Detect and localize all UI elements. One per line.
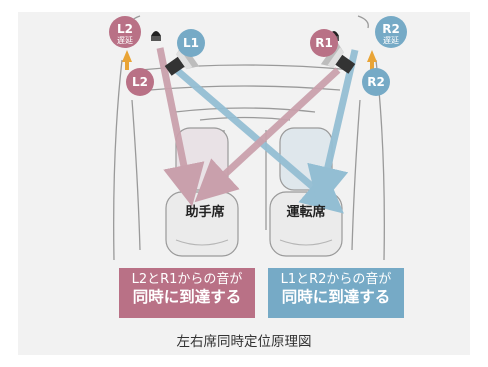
- callout-l2-r1-line2: 同時に到達する: [132, 287, 242, 306]
- arrow-l1-to-driver: [169, 63, 344, 214]
- delay-arrow-right-icon: [367, 50, 377, 70]
- figure-caption: 左右席同時定位原理図: [176, 334, 312, 350]
- badge-r2: R2: [362, 68, 390, 96]
- seat-label-driver: 運転席: [286, 204, 325, 220]
- svg-text:L1: L1: [183, 36, 199, 50]
- car-body: [113, 15, 385, 261]
- callout-l1-r2-line1: L1とR2からの音が: [280, 272, 392, 287]
- badge-l2-delay: L2 遅延: [109, 16, 141, 48]
- badge-l1: L1: [177, 29, 205, 57]
- delay-arrow-left-icon: [122, 50, 132, 70]
- passenger-seat-cushion: [165, 191, 239, 257]
- callout-l1-r2: L1とR2からの音が 同時に到達する: [268, 268, 404, 318]
- badge-l2: L2: [126, 68, 154, 96]
- svg-text:遅延: 遅延: [383, 35, 399, 45]
- svg-text:R2: R2: [367, 75, 385, 89]
- callout-l1-r2-line2: 同時に到達する: [281, 287, 391, 306]
- tweeter-left-icon: [151, 31, 161, 41]
- arrow-l2-to-passenger: [156, 47, 205, 207]
- badge-r1: R1: [310, 29, 338, 57]
- callout-l2-r1: L2とR1からの音が 同時に到達する: [119, 268, 255, 318]
- seat-label-passenger: 助手席: [185, 204, 224, 220]
- svg-text:R2: R2: [382, 22, 400, 36]
- driver-seat-cushion: [269, 191, 343, 257]
- svg-text:R1: R1: [315, 36, 333, 50]
- svg-text:L2: L2: [132, 75, 148, 89]
- badge-r2-delay: R2 遅延: [375, 16, 407, 48]
- callout-l2-r1-line1: L2とR1からの音が: [131, 272, 243, 287]
- arrow-r2-to-driver: [307, 49, 359, 209]
- arrow-r1-to-passenger: [194, 67, 341, 203]
- svg-text:遅延: 遅延: [117, 35, 133, 45]
- svg-text:L2: L2: [117, 22, 133, 36]
